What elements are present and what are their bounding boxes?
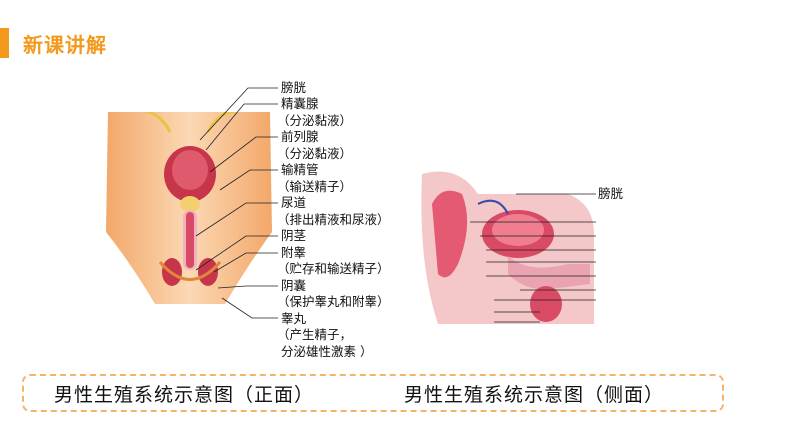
label-bladder: 膀胱 (281, 80, 307, 95)
label-urethra: 尿道 (281, 195, 307, 210)
section-title: 新课讲解 (23, 32, 107, 57)
label-epididymis: 附睾 (281, 245, 307, 260)
label-testis: 睾丸 (281, 311, 307, 326)
label-testis-fn-1: （产生精子， (277, 327, 353, 342)
label-testis-fn-2: 分泌雄性激素 ） (281, 344, 373, 359)
label-urethra-fn: （排出精液和尿液） (277, 212, 390, 227)
caption-side-view: 男性生殖系统示意图（侧面） (404, 384, 665, 406)
label-prostate-fn: （分泌黏液） (277, 146, 353, 161)
label-vas-deferens-fn: （输送精子） (277, 179, 353, 194)
caption-box (22, 374, 724, 412)
caption-front-view: 男性生殖系统示意图（正面） (54, 384, 315, 406)
label-vas-deferens: 输精管 (281, 162, 319, 177)
label-seminal-vesicle-fn: （分泌黏液） (277, 113, 353, 128)
label-prostate: 前列腺 (281, 129, 319, 144)
front-view-illustration (106, 112, 272, 304)
label-epididymis-fn: （贮存和输送精子） (277, 261, 390, 276)
section-header: 新课讲解 (0, 26, 107, 60)
label-scrotum-fn: （保护睾丸和附睾） (277, 294, 390, 309)
header-accent-bar (0, 28, 9, 58)
side-label-bladder: 膀胱 (598, 186, 624, 201)
label-scrotum: 阴囊 (281, 278, 307, 293)
label-seminal-vesicle: 精囊腺 (281, 96, 319, 111)
label-penis: 阴茎 (281, 228, 307, 243)
